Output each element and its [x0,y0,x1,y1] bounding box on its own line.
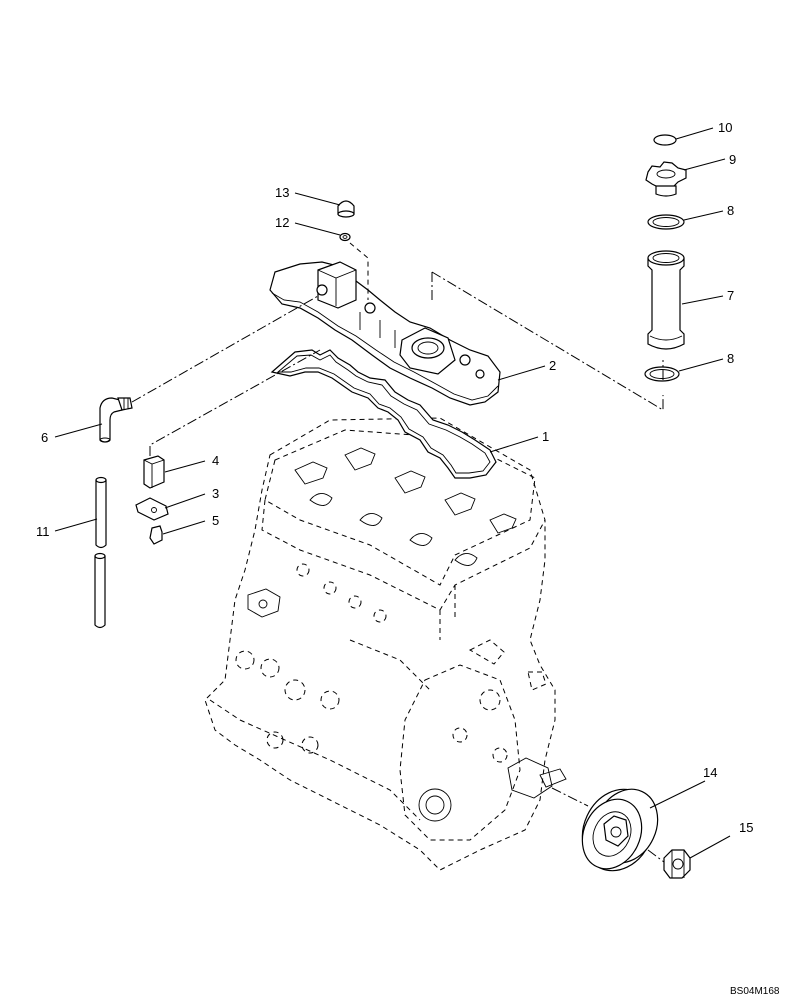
oil-cap-seal [653,134,677,146]
callout-10: 10 [718,120,732,135]
engine-block [204,417,567,871]
callout-12: 12 [275,215,289,230]
callout-4: 4 [212,453,219,468]
o-ring-upper [647,214,685,230]
callout-15: 15 [739,820,753,835]
callout-11: 11 [36,524,50,539]
crankshaft-pulley [581,788,659,872]
callout-2: 2 [549,358,556,373]
bracket-plate [135,497,169,521]
filler-tube [647,250,685,350]
sealing-washer [339,232,351,242]
o-ring-lower [644,366,680,382]
pulley-nut [663,849,691,879]
breather-hose-tube [94,476,107,629]
rubber-block [143,455,165,489]
callout-6: 6 [41,430,48,445]
callout-13: 13 [275,185,289,200]
callout-8-upper: 8 [727,203,734,218]
callout-labels: 1 2 3 4 5 6 7 8 8 9 10 11 12 13 14 15 [36,120,753,835]
valve-cover [269,261,501,406]
callout-7: 7 [727,288,734,303]
callout-9: 9 [729,152,736,167]
callout-5: 5 [212,513,219,528]
drawing-code: BS04M168 [730,986,780,997]
callout-1: 1 [542,429,549,444]
valve-cover-gasket [270,349,497,479]
callout-8-lower: 8 [727,351,734,366]
oil-filler-cap [645,161,687,197]
callout-3: 3 [212,486,219,501]
leader-lines [54,127,731,859]
callout-14: 14 [703,765,717,780]
breather-hose-elbow [99,397,133,443]
mounting-bolt [149,525,163,545]
cap-nut [337,200,355,218]
